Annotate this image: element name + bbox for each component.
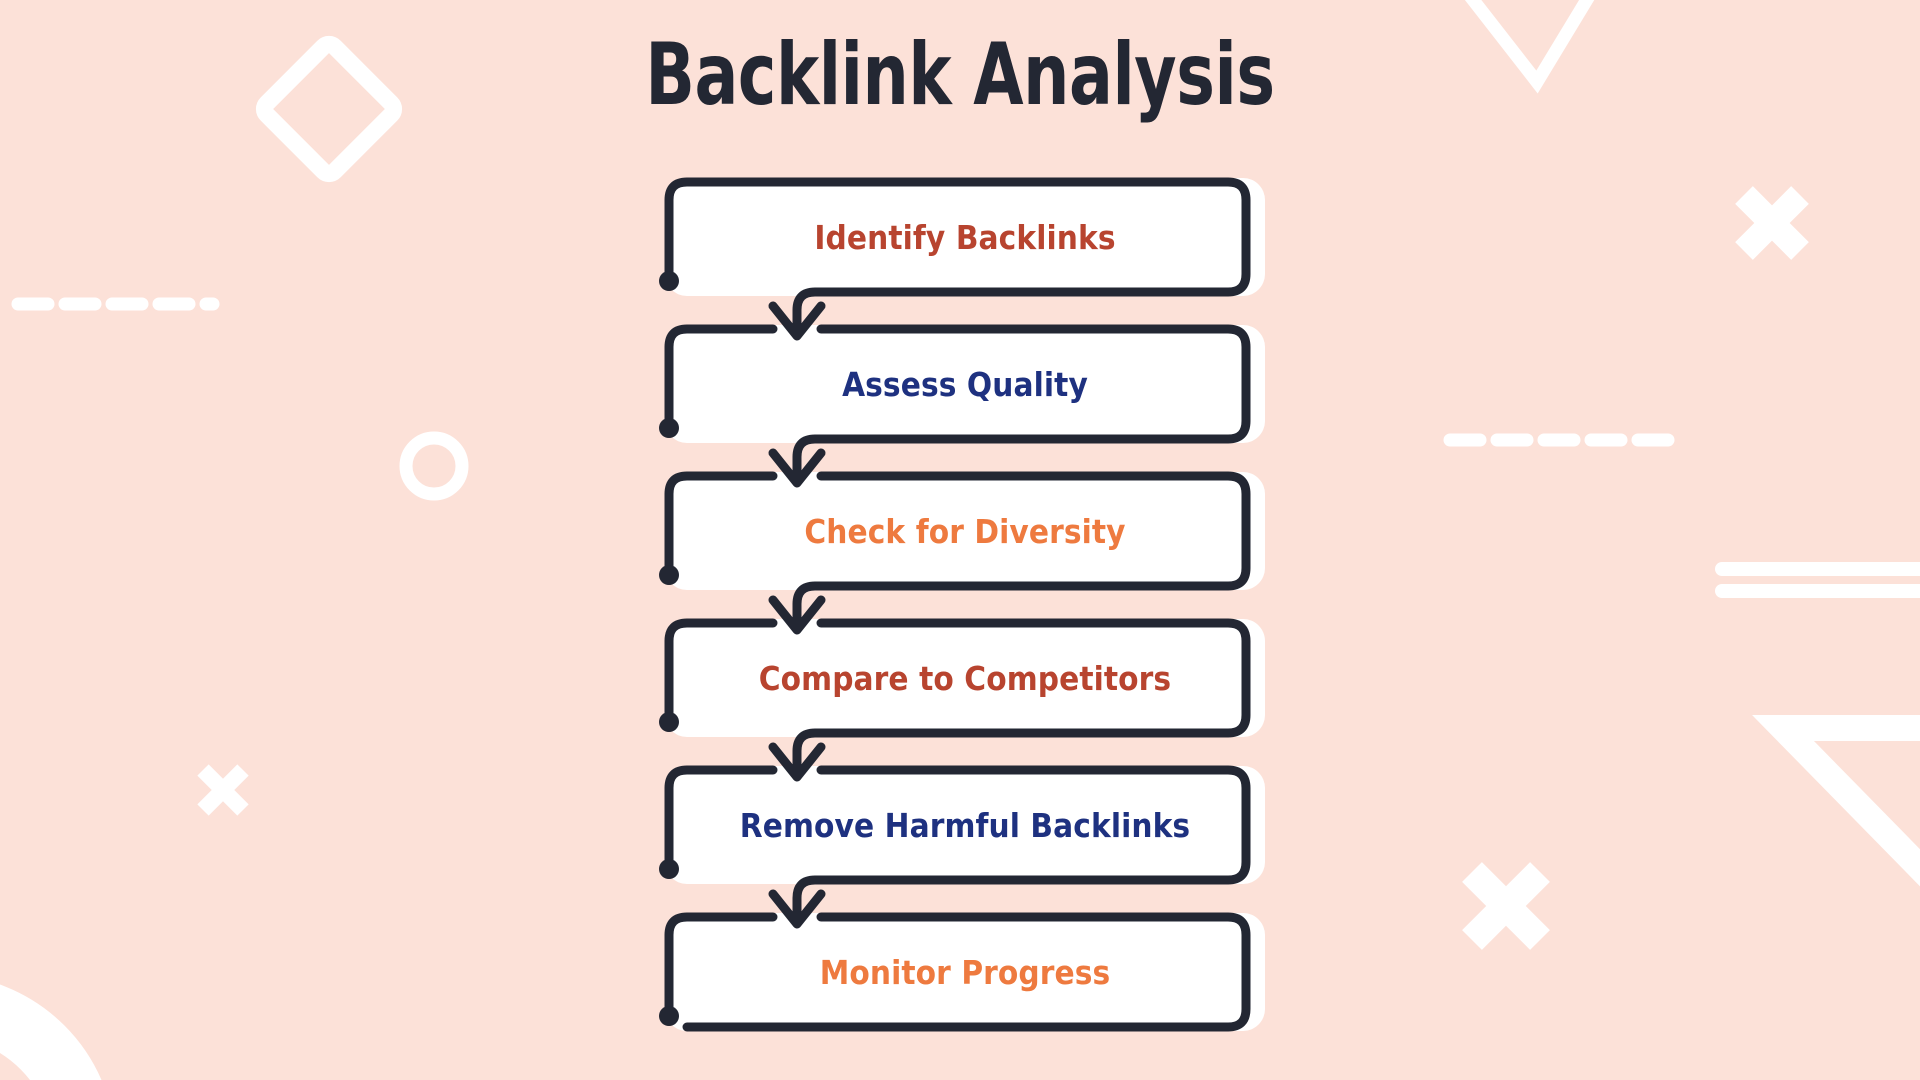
node-start-dot-1: [659, 271, 679, 291]
node-card[interactable]: [665, 325, 1265, 443]
node-start-dot-3: [659, 565, 679, 585]
node-outline-3: [664, 471, 1251, 591]
node-label-1[interactable]: Identify Backlinks: [665, 178, 1265, 296]
node-label-5[interactable]: Remove Harmful Backlinks: [665, 766, 1265, 884]
arrowhead-2-3: [768, 448, 826, 488]
node-outline-2: [664, 324, 1251, 444]
node-label-3[interactable]: Check for Diversity: [665, 472, 1265, 590]
node-start-dot-6: [659, 1006, 679, 1026]
flowchart: Identify Backlinks Assess Quality Check …: [640, 177, 1280, 1058]
node-text: Monitor Progress: [819, 952, 1111, 992]
arrowhead-5-6: [768, 889, 826, 929]
node-text: Compare to Competitors: [758, 658, 1172, 698]
arrowhead-3-4: [768, 595, 826, 635]
connector-4-5: [792, 728, 838, 780]
node-outline-5: [664, 765, 1251, 885]
node-card[interactable]: [665, 619, 1265, 737]
flow-strokes: [659, 177, 1251, 1032]
node-start-dot-4: [659, 712, 679, 732]
connector-2-3: [792, 434, 838, 486]
node-card[interactable]: [665, 178, 1265, 296]
arrowhead-1-2: [768, 301, 826, 341]
node-label-2[interactable]: Assess Quality: [665, 325, 1265, 443]
node-card[interactable]: [665, 472, 1265, 590]
node-text: Remove Harmful Backlinks: [739, 805, 1191, 845]
node-outline-1: [664, 177, 1251, 297]
connector-3-4: [792, 581, 838, 633]
arrowhead-4-5: [768, 742, 826, 782]
node-label-4[interactable]: Compare to Competitors: [665, 619, 1265, 737]
node-card[interactable]: [665, 766, 1265, 884]
node-text: Assess Quality: [842, 364, 1088, 404]
node-start-dot-5: [659, 859, 679, 879]
node-text: Identify Backlinks: [814, 217, 1116, 257]
connector-1-2: [792, 287, 838, 339]
node-label-6[interactable]: Monitor Progress: [665, 913, 1265, 1031]
node-card[interactable]: [665, 913, 1265, 1031]
node-outline-6: [664, 912, 1251, 1032]
node-text: Check for Diversity: [804, 511, 1126, 551]
connector-5-6: [792, 875, 838, 927]
node-outline-4: [664, 618, 1251, 738]
node-start-dot-2: [659, 418, 679, 438]
page-title: Backlink Analysis: [645, 25, 1275, 125]
